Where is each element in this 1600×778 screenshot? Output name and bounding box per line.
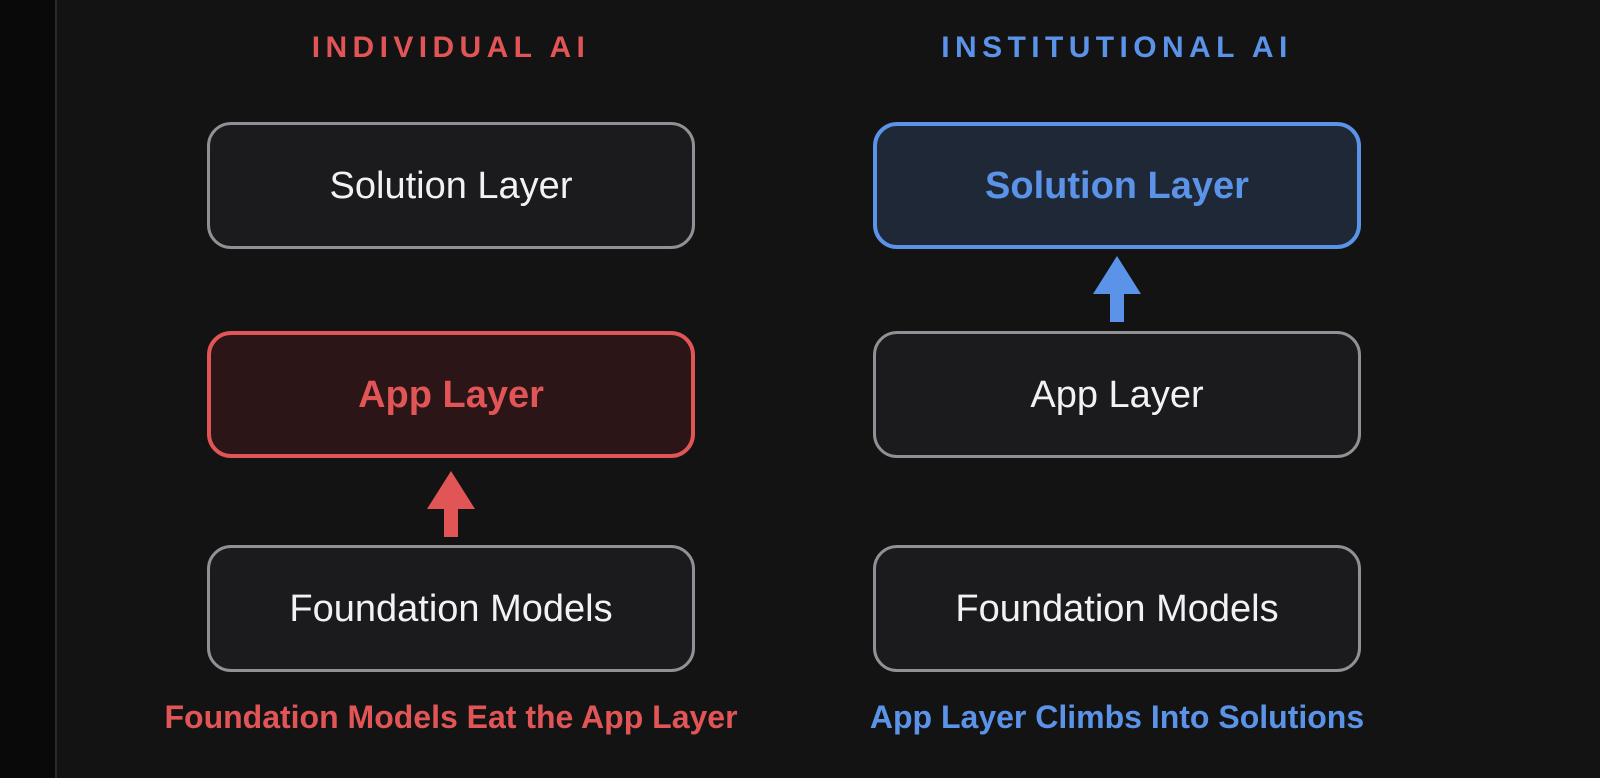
institutional-ai-title: INSTITUTIONAL AI bbox=[941, 31, 1293, 64]
arrow-up-icon-blue bbox=[1093, 256, 1141, 322]
individual-solution-layer-label: Solution Layer bbox=[329, 164, 573, 207]
institutional-solution-layer-box: Solution Layer bbox=[873, 122, 1361, 249]
individual-ai-title: INDIVIDUAL AI bbox=[311, 31, 591, 64]
individual-app-layer-label: App Layer bbox=[358, 373, 544, 416]
institutional-app-layer-box: App Layer bbox=[873, 331, 1361, 458]
individual-foundation-models-label: Foundation Models bbox=[289, 587, 613, 630]
individual-ai-column: INDIVIDUAL AI Solution Layer App Layer F… bbox=[164, 0, 737, 778]
institutional-app-layer-label: App Layer bbox=[1030, 373, 1204, 416]
left-rail bbox=[0, 0, 55, 778]
arrow-up-icon-red bbox=[427, 471, 475, 537]
institutional-foundation-models-label: Foundation Models bbox=[955, 587, 1279, 630]
individual-foundation-models-box: Foundation Models bbox=[207, 545, 695, 672]
rail-divider bbox=[55, 0, 57, 778]
individual-ai-caption: Foundation Models Eat the App Layer bbox=[164, 699, 738, 735]
institutional-solution-layer-label: Solution Layer bbox=[985, 164, 1249, 207]
individual-solution-layer-box: Solution Layer bbox=[207, 122, 695, 249]
institutional-ai-caption: App Layer Climbs Into Solutions bbox=[869, 699, 1365, 735]
individual-app-layer-box: App Layer bbox=[207, 331, 695, 458]
institutional-foundation-models-box: Foundation Models bbox=[873, 545, 1361, 672]
institutional-ai-column: INSTITUTIONAL AI Solution Layer App Laye… bbox=[869, 0, 1365, 778]
